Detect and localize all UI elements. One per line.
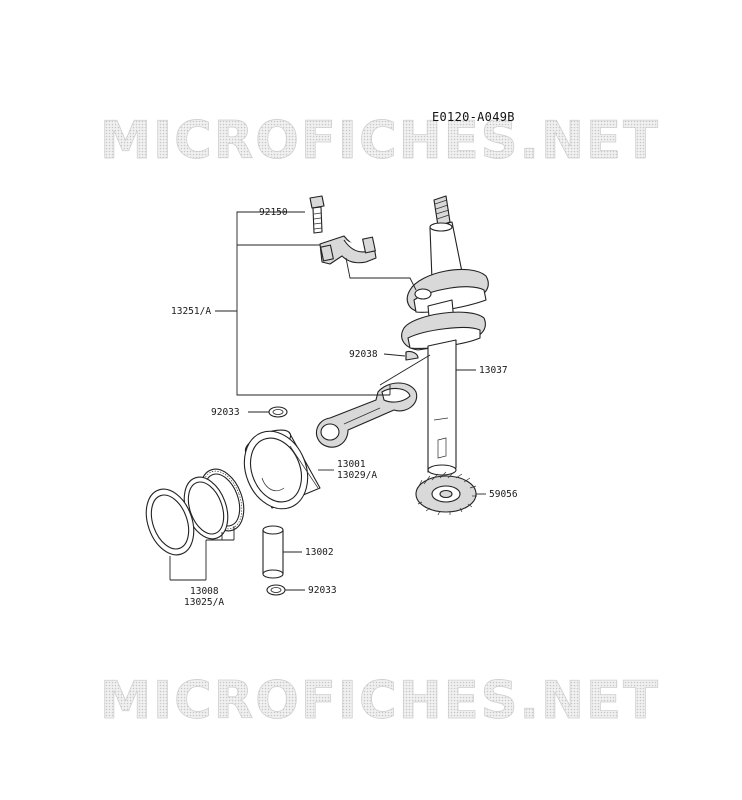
part-label-92033-top: 92033 [211, 407, 240, 418]
part-label-13002: 13002 [305, 547, 334, 558]
part-label-13251: 13251/A [171, 306, 211, 317]
watermark-bottom: MICROFICHES.NET [100, 671, 660, 731]
rod-cap-illustration [319, 235, 377, 265]
piston-rings-illustration [145, 468, 245, 556]
part-label-92033-bottom: 92033 [308, 585, 337, 596]
bolt-illustration [309, 195, 325, 234]
piston-illustration [243, 429, 321, 510]
part-label-13001: 13001 [337, 459, 366, 470]
circlip-top-illustration [268, 406, 288, 418]
key-illustration [405, 350, 419, 361]
part-label-59056: 59056 [489, 489, 518, 500]
piston-pin-illustration [262, 525, 284, 579]
part-label-92038: 92038 [349, 349, 378, 360]
circlip-bottom-illustration [266, 584, 286, 596]
watermark-top: MICROFICHES.NET [100, 111, 660, 171]
part-label-13025: 13025/A [184, 597, 224, 608]
crankshaft-illustration [401, 195, 489, 476]
part-label-13037: 13037 [479, 365, 508, 376]
part-label-13008: 13008 [190, 586, 219, 597]
part-label-92150: 92150 [259, 207, 288, 218]
connecting-rod-illustration [315, 382, 418, 448]
part-label-13029: 13029/A [337, 470, 377, 481]
leader-lines [169, 211, 486, 591]
diagram-code: E0120-A049B [432, 110, 515, 124]
gear-illustration [415, 471, 477, 516]
